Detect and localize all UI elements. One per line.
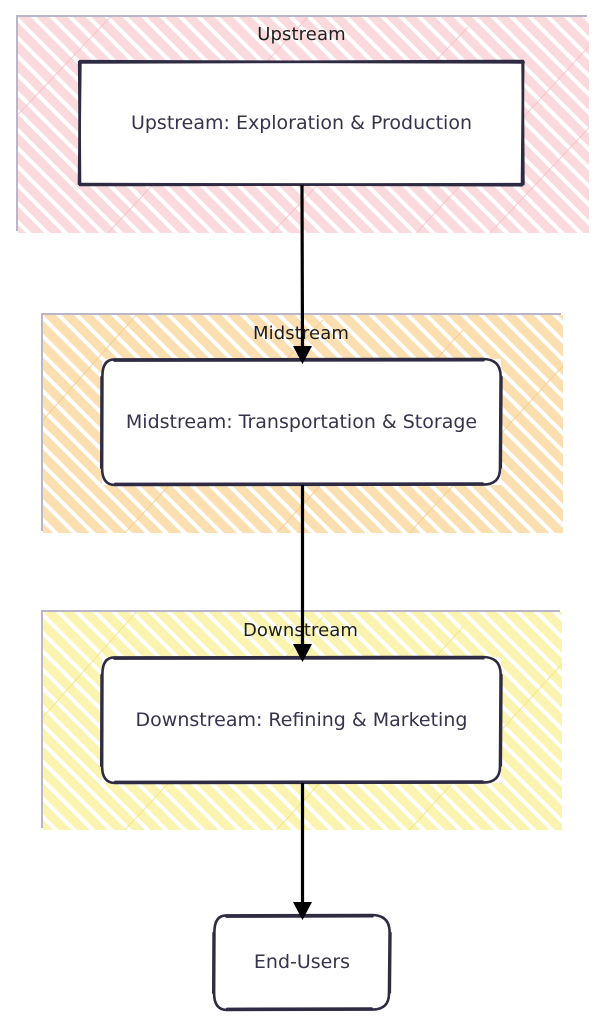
node-midstream-label: Midstream: Transportation & Storage	[125, 410, 478, 433]
cluster-downstream-title: Downstream	[242, 620, 359, 641]
node-endusers-label: End-Users	[253, 951, 351, 974]
node-midstream[interactable]: Midstream: Transportation & Storage	[100, 357, 503, 487]
node-upstream-label: Upstream: Exploration & Production	[130, 111, 473, 134]
node-upstream[interactable]: Upstream: Exploration & Production	[77, 59, 525, 187]
node-upstream-background	[79, 61, 524, 185]
cluster-midstream-title: Midstream	[253, 323, 349, 344]
node-endusers[interactable]: End-Users	[212, 913, 392, 1012]
node-downstream[interactable]: Downstream: Refining & Marketing	[100, 655, 503, 785]
node-downstream-label: Downstream: Refining & Marketing	[135, 708, 468, 731]
cluster-upstream-title: Upstream	[257, 24, 346, 45]
